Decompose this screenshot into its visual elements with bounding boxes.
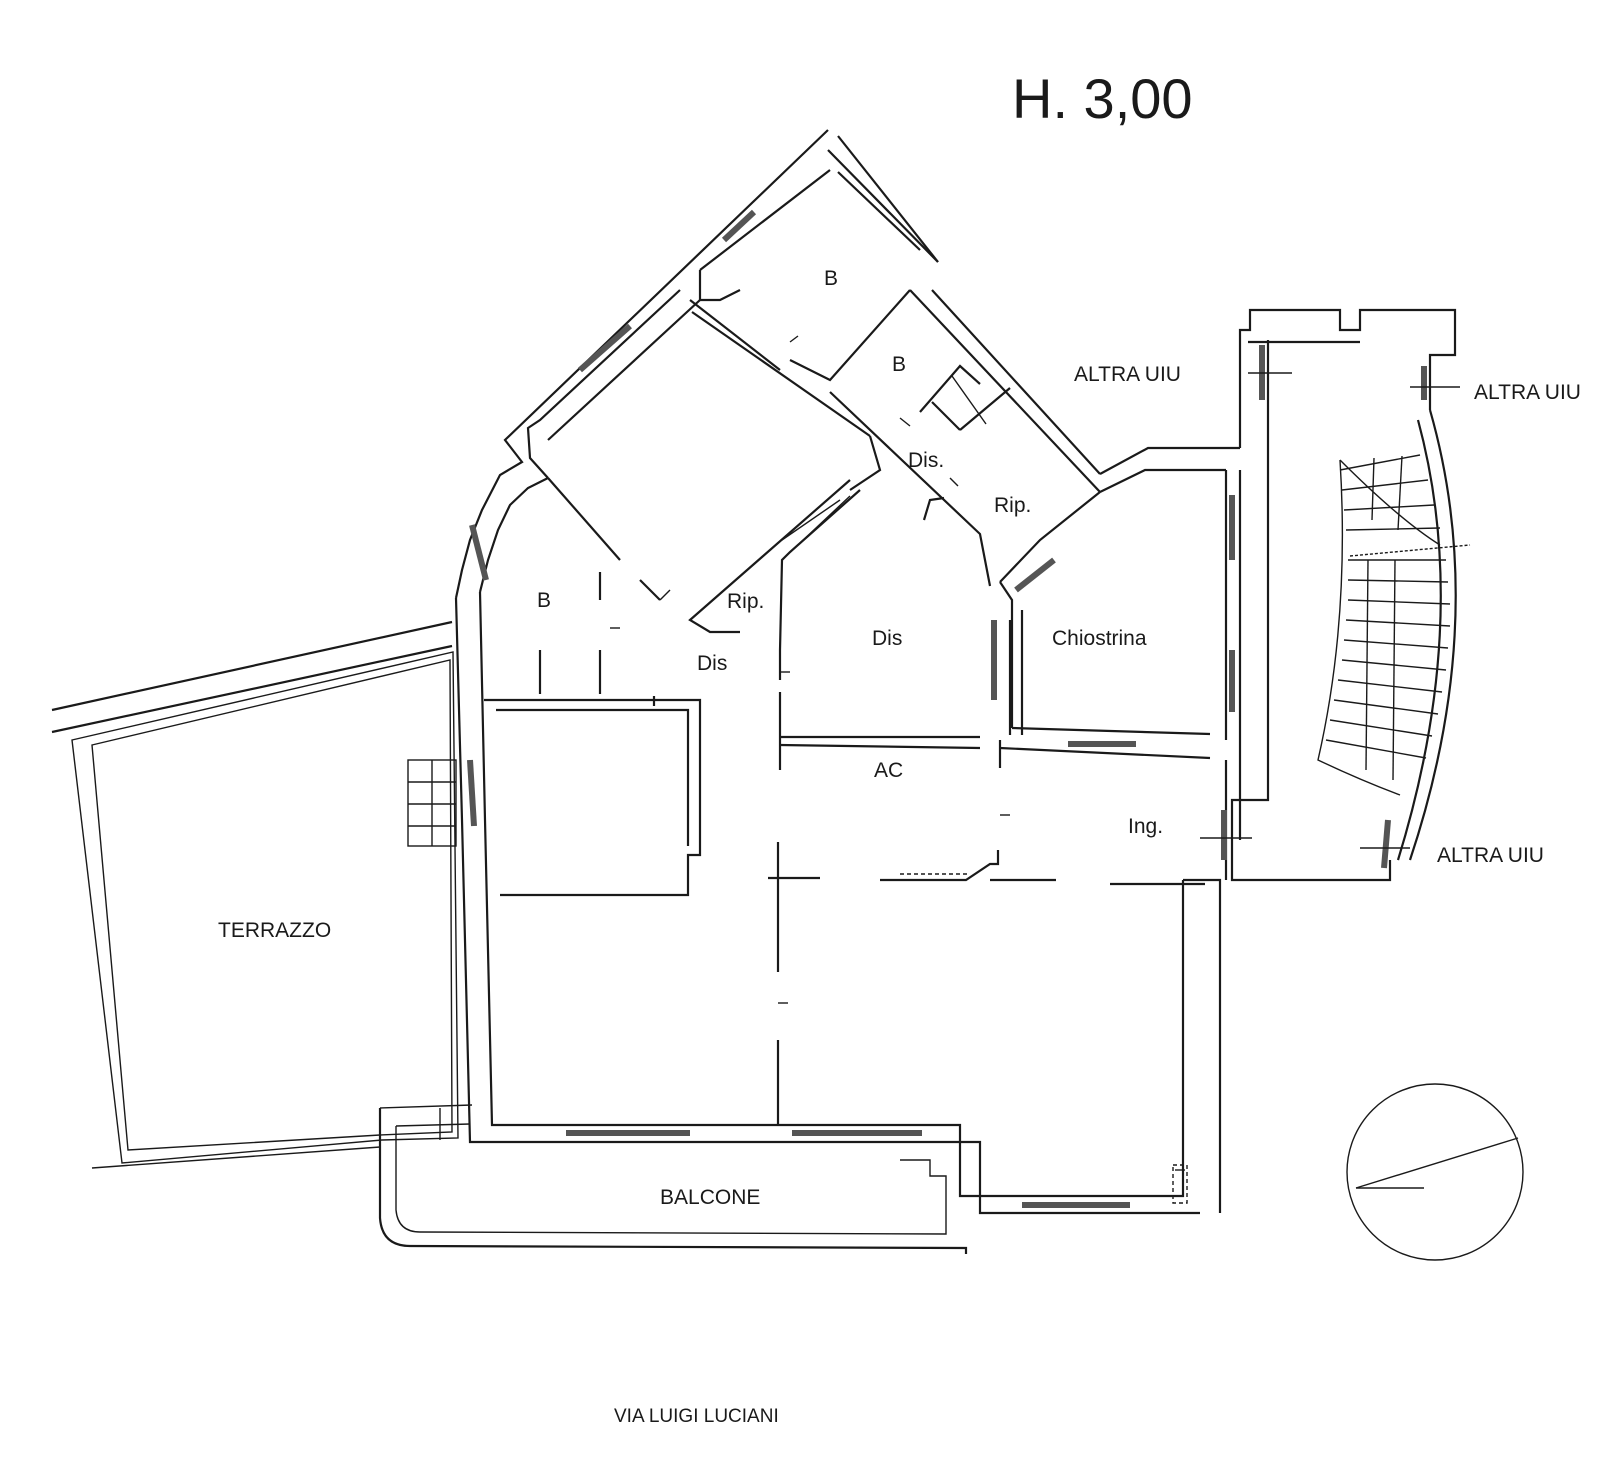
room-label-rip-mid: Rip.	[727, 590, 764, 613]
windows	[467, 209, 1427, 1208]
street-label: VIA LUIGI LUCIANI	[614, 1406, 779, 1427]
label-altra-uiu-2: ALTRA UIU	[1474, 381, 1581, 404]
north-compass	[1346, 1083, 1524, 1261]
room-label-chiostrina: Chiostrina	[1052, 627, 1147, 650]
room-label-ac: AC	[874, 759, 903, 782]
room-label-dis-dot: Dis.	[908, 449, 944, 472]
room-label-b-left: B	[537, 589, 551, 612]
room-label-dis-center: Dis	[872, 627, 902, 650]
room-label-balcone: BALCONE	[660, 1186, 760, 1209]
interior-walls-center	[484, 610, 1211, 1125]
balcony-outline	[378, 1104, 968, 1254]
room-label-dis-left: Dis	[697, 652, 727, 675]
interior-walls-wing	[547, 299, 1011, 651]
door-marks	[610, 335, 1188, 1204]
room-label-b-mid: B	[892, 353, 906, 376]
room-label-ing: Ing.	[1128, 815, 1163, 838]
stair-treads	[1325, 454, 1471, 781]
terrace-steps	[407, 759, 457, 847]
leader-ticks	[1200, 372, 1460, 849]
exterior-walls	[454, 591, 1222, 1215]
room-label-b-top: B	[824, 267, 838, 290]
height-label: H. 3,00	[1012, 67, 1193, 130]
room-label-rip-right: Rip.	[994, 494, 1031, 517]
label-altra-uiu-3: ALTRA UIU	[1437, 844, 1544, 867]
room-label-terrazzo: TERRAZZO	[218, 919, 331, 942]
terrace-outline	[51, 620, 459, 1169]
label-altra-uiu-1: ALTRA UIU	[1074, 363, 1181, 386]
